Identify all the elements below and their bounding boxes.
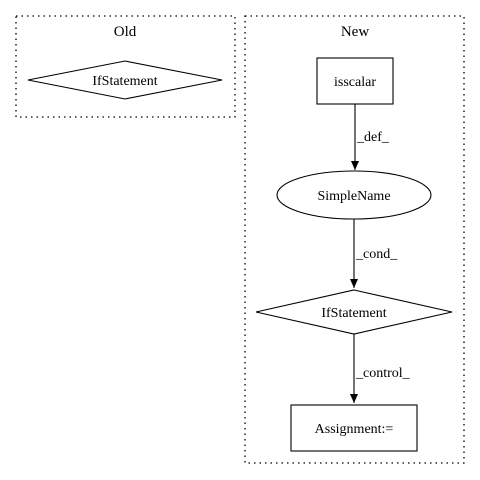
node-isscalar: isscalar: [316, 57, 394, 105]
edge-cond: _cond_: [350, 219, 398, 288]
simplename-label: SimpleName: [317, 189, 390, 204]
node-assignment: Assignment:=: [290, 404, 418, 452]
edge-cond-label: _cond_: [355, 247, 398, 262]
edge-def: _def_: [351, 104, 390, 170]
old-ifstatement-label: IfStatement: [92, 74, 157, 89]
edge-def-label: _def_: [356, 130, 390, 145]
new-ifstatement-label: IfStatement: [321, 306, 386, 321]
old-ifstatement-diamond: [27, 60, 223, 100]
node-new-ifstatement: IfStatement: [255, 289, 453, 335]
assignment-label: Assignment:=: [315, 422, 394, 437]
isscalar-label: isscalar: [334, 75, 376, 90]
cluster-old-border: [15, 15, 236, 118]
cluster-new-border: [244, 15, 465, 464]
edge-control: _control_: [350, 334, 411, 403]
cluster-new-label: New: [341, 24, 369, 40]
cluster-old: Old: [15, 15, 236, 118]
node-old-ifstatement: IfStatement: [27, 60, 223, 100]
node-simplename: SimpleName: [276, 170, 432, 220]
assignment-box: [290, 404, 418, 452]
edge-control-label: _control_: [355, 366, 411, 381]
cluster-new: New: [244, 15, 465, 464]
cluster-old-label: Old: [114, 24, 137, 40]
